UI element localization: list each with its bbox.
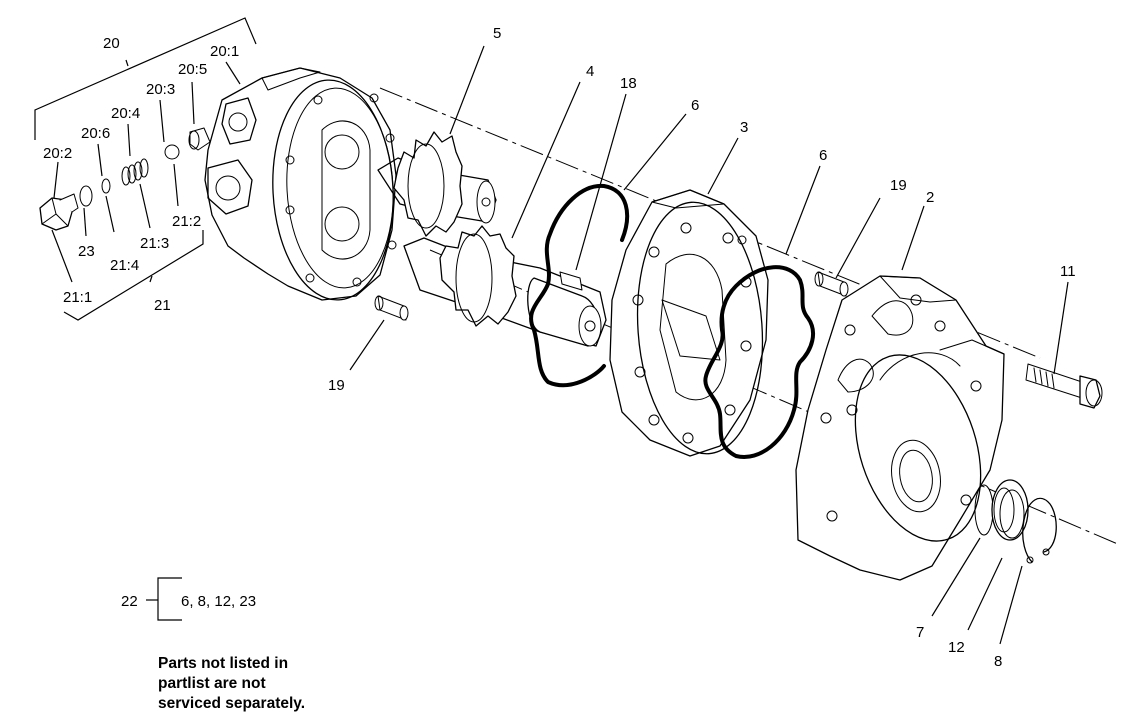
bracket-20 [34, 17, 257, 140]
gasket-6-right [703, 265, 816, 459]
callout-20-5: 20:5 [178, 61, 207, 78]
bolt-11 [1025, 363, 1103, 409]
callout-20-2: 20:2 [43, 145, 72, 162]
service-note-line-3: serviced separately. [158, 695, 306, 712]
bracket-21 [63, 230, 204, 321]
callout-20: 20 [103, 35, 120, 52]
kit-bracket [146, 577, 182, 621]
key-18 [559, 271, 583, 291]
drive-gear-5 [377, 131, 497, 237]
callout-12: 12 [948, 639, 965, 656]
circlip-8 [1022, 497, 1057, 564]
dowel-pin-19-upper [814, 271, 849, 297]
center-plate-3 [609, 189, 769, 457]
kit-number: 22 [121, 593, 138, 610]
callout-23: 23 [78, 243, 95, 260]
callout-20-4: 20:4 [111, 105, 140, 122]
service-note-line-2: partlist are not [158, 675, 266, 692]
callout-7: 7 [916, 624, 924, 641]
front-housing [204, 67, 397, 301]
callout-21: 21 [154, 297, 171, 314]
gasket-6-left [529, 183, 630, 388]
kit-parts: 6, 8, 12, 23 [181, 593, 256, 610]
callout-labels: 20 20:1 20:5 20:3 20:4 20:6 20:2 23 21:4… [43, 25, 1076, 670]
driven-gear-4 [403, 225, 607, 347]
callout-20-6: 20:6 [81, 125, 110, 142]
seal-7 [974, 484, 994, 536]
rear-cover-2 [795, 275, 1005, 581]
shaft-seal-12 [991, 479, 1029, 541]
callout-21-2: 21:2 [172, 213, 201, 230]
callout-5: 5 [493, 25, 501, 42]
callout-4: 4 [586, 63, 594, 80]
leader-lines [51, 45, 1069, 645]
callout-8: 8 [994, 653, 1002, 670]
callout-21-3: 21:3 [140, 235, 169, 252]
callout-6-left: 6 [691, 97, 699, 114]
callout-20-1: 20:1 [210, 43, 239, 60]
service-note-line-1: Parts not listed in [158, 655, 289, 672]
callout-18: 18 [620, 75, 637, 92]
callout-3: 3 [740, 119, 748, 136]
callout-11: 11 [1060, 263, 1076, 280]
callout-19-lower: 19 [328, 377, 345, 394]
callout-6-right: 6 [819, 147, 827, 164]
callout-2: 2 [926, 189, 934, 206]
callout-21-1: 21:1 [63, 289, 92, 306]
dowel-pin-19-lower [374, 295, 409, 321]
relief-valve-parts [39, 127, 211, 231]
callout-19-upper: 19 [890, 177, 907, 194]
service-note: Parts not listed in partlist are not ser… [158, 654, 418, 714]
callout-20-3: 20:3 [146, 81, 175, 98]
callout-21-4: 21:4 [110, 257, 139, 274]
